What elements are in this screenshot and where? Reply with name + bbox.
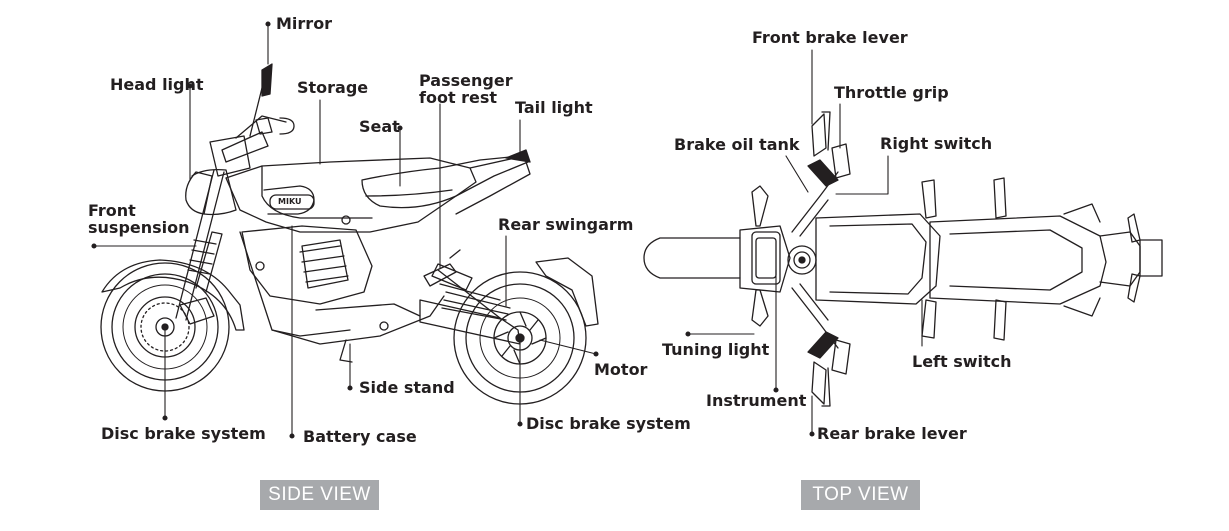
label-throttle-grip: Throttle grip [834,83,949,102]
tail-section [455,155,531,215]
label-tuning-light: Tuning light [662,340,770,359]
label-disc-brake-rear: Disc brake system [526,414,691,433]
label-brake-oil-tank: Brake oil tank [674,135,800,154]
side-view-title: SIDE VIEW [260,480,379,510]
side-stand-leg [339,339,353,363]
label-passenger-foot-rest: Passenger foot rest [419,71,513,107]
label-front-brake-lever: Front brake lever [752,28,908,47]
side-view-leader-lines [91,21,599,439]
mirror-glass [261,63,273,97]
instrument-cluster [739,225,791,293]
throttle-grip-shape [831,143,851,179]
label-front-suspension: Front suspension [88,201,190,237]
top-view-bike [643,111,1163,407]
label-battery-case: Battery case [303,427,417,446]
label-rear-swingarm: Rear swingarm [498,215,634,234]
label-motor: Motor [594,360,648,379]
label-tail-light: Tail light [515,98,593,117]
front-fender [101,259,245,331]
label-right-switch: Right switch [880,134,993,153]
label-rear-brake-lever: Rear brake lever [817,424,967,443]
rear-fender [535,257,599,327]
headlight [185,171,213,215]
label-instrument: Instrument [706,391,807,410]
top-view-leader-lines [685,49,923,437]
label-mirror: Mirror [276,14,333,33]
front-wheel-top [643,237,741,279]
label-seat: Seat [359,117,400,136]
front-brake-lever-shape [811,113,827,157]
label-disc-brake-front: Disc brake system [101,424,266,443]
rear-brake-lever-shape [811,361,827,405]
body-panel [225,157,477,233]
top-view-title: TOP VIEW [801,480,920,510]
seat [361,155,529,209]
tank-top [815,213,941,305]
battery-case [241,225,373,305]
label-left-switch: Left switch [912,352,1012,371]
label-storage: Storage [297,78,369,97]
brand-plate-text: MIKU [278,197,302,206]
label-side-stand: Side stand [359,378,455,397]
tail-top [1099,231,1141,287]
brand-plate [269,194,315,210]
label-head-light: Head light [110,75,204,94]
seat-top [929,215,1107,305]
passenger-foot-rest [423,263,457,287]
